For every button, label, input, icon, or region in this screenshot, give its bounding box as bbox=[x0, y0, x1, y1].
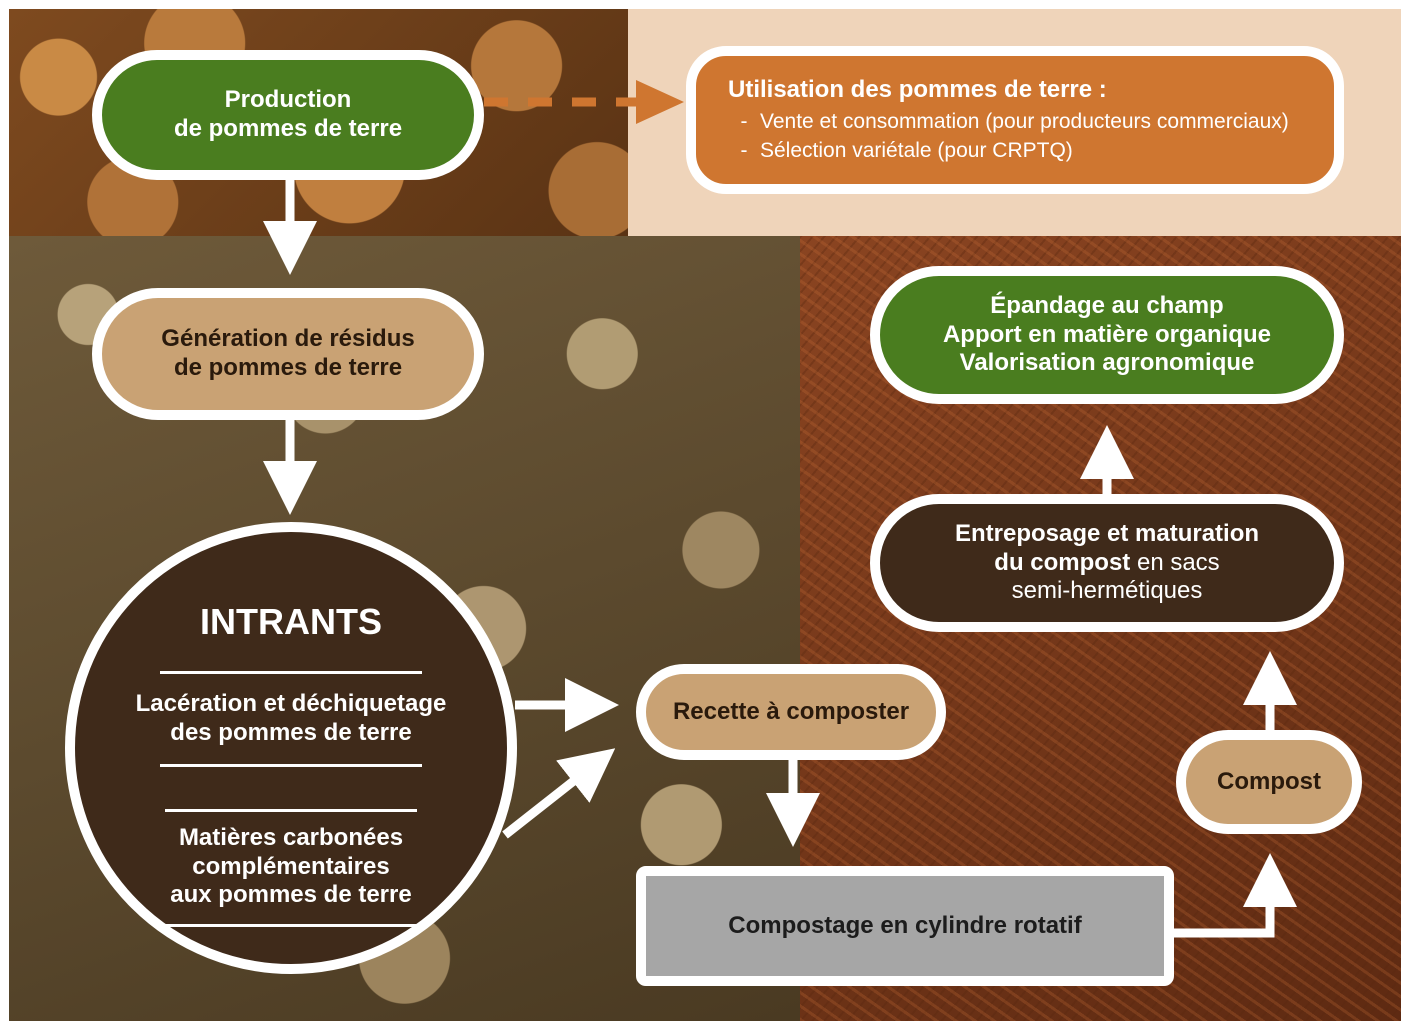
epandage-line2: Apport en matière organique bbox=[942, 320, 1272, 348]
compostage-node: Compostage en cylindre rotatif bbox=[636, 866, 1174, 986]
arrow-intrants-item2-to-recette bbox=[502, 748, 616, 839]
utilisation-item-2-text: Sélection variétale (pour CRPTQ) bbox=[760, 139, 1073, 163]
intrants-divider-2 bbox=[160, 763, 422, 767]
entreposage-node: Entreposage et maturation du compost en … bbox=[870, 494, 1344, 632]
matieres-line2: complémentaires bbox=[192, 852, 390, 880]
residus-line1: Génération de résidus bbox=[161, 325, 415, 353]
intrants-divider-4 bbox=[165, 924, 417, 928]
arrow-compostage-to-compost bbox=[1172, 853, 1297, 938]
utilisation-item-1-text: Vente et consommation (pour producteurs … bbox=[760, 110, 1289, 134]
production-node: Production de pommes de terre bbox=[92, 50, 484, 180]
utilisation-item-2-dash: - bbox=[740, 139, 748, 163]
intrants-title: INTRANTS bbox=[200, 601, 382, 642]
epandage-line3: Valorisation agronomique bbox=[959, 349, 1255, 377]
entreposage-line1: Entreposage et maturation bbox=[954, 519, 1260, 547]
utilisation-item-1: -Vente et consommation (pour producteurs… bbox=[728, 109, 1289, 134]
entreposage-line2-rest: en sacs bbox=[1130, 548, 1220, 576]
production-line2: de pommes de terre bbox=[173, 115, 403, 142]
matieres-line1: Matières carbonées bbox=[178, 823, 404, 851]
epandage-line1: Épandage au champ bbox=[990, 291, 1224, 319]
entreposage-line3: semi-hermétiques bbox=[1011, 577, 1203, 605]
residus-line2: de pommes de terre bbox=[173, 354, 403, 381]
epandage-node: Épandage au champ Apport en matière orga… bbox=[870, 266, 1344, 404]
compost-label: Compost bbox=[1217, 767, 1321, 795]
utilisation-title: Utilisation des pommes de terre : bbox=[728, 76, 1107, 104]
intrants-divider-1 bbox=[160, 671, 422, 675]
utilisation-node: Utilisation des pommes de terre : -Vente… bbox=[686, 46, 1344, 194]
matieres-line3: aux pommes de terre bbox=[170, 881, 412, 909]
intrants-node: INTRANTS Lacération et déchiquetage des … bbox=[65, 522, 517, 974]
utilisation-item-1-dash: - bbox=[740, 110, 748, 134]
recette-label: Recette à composter bbox=[672, 697, 910, 725]
laceration-line1: Lacération et déchiquetage bbox=[135, 690, 447, 718]
dashed-arrow-production-to-utilisation bbox=[484, 80, 684, 124]
compostage-label: Compostage en cylindre rotatif bbox=[728, 911, 1082, 939]
compost-node: Compost bbox=[1176, 730, 1362, 834]
intrants-item-laceration: Lacération et déchiquetage des pommes de… bbox=[136, 690, 447, 748]
recette-node: Recette à composter bbox=[636, 664, 946, 760]
utilisation-item-2: -Sélection variétale (pour CRPTQ) bbox=[728, 138, 1073, 163]
residus-node: Génération de résidus de pommes de terre bbox=[92, 288, 484, 420]
production-line1: Production bbox=[224, 86, 352, 114]
intrants-divider-3 bbox=[165, 808, 417, 812]
entreposage-line2-bold: du compost bbox=[994, 548, 1131, 576]
intrants-item-matieres: Matières carbonées complémentaires aux p… bbox=[170, 824, 411, 910]
entreposage-line2: du compost en sacs bbox=[994, 549, 1219, 578]
laceration-line2: des pommes de terre bbox=[170, 718, 412, 746]
